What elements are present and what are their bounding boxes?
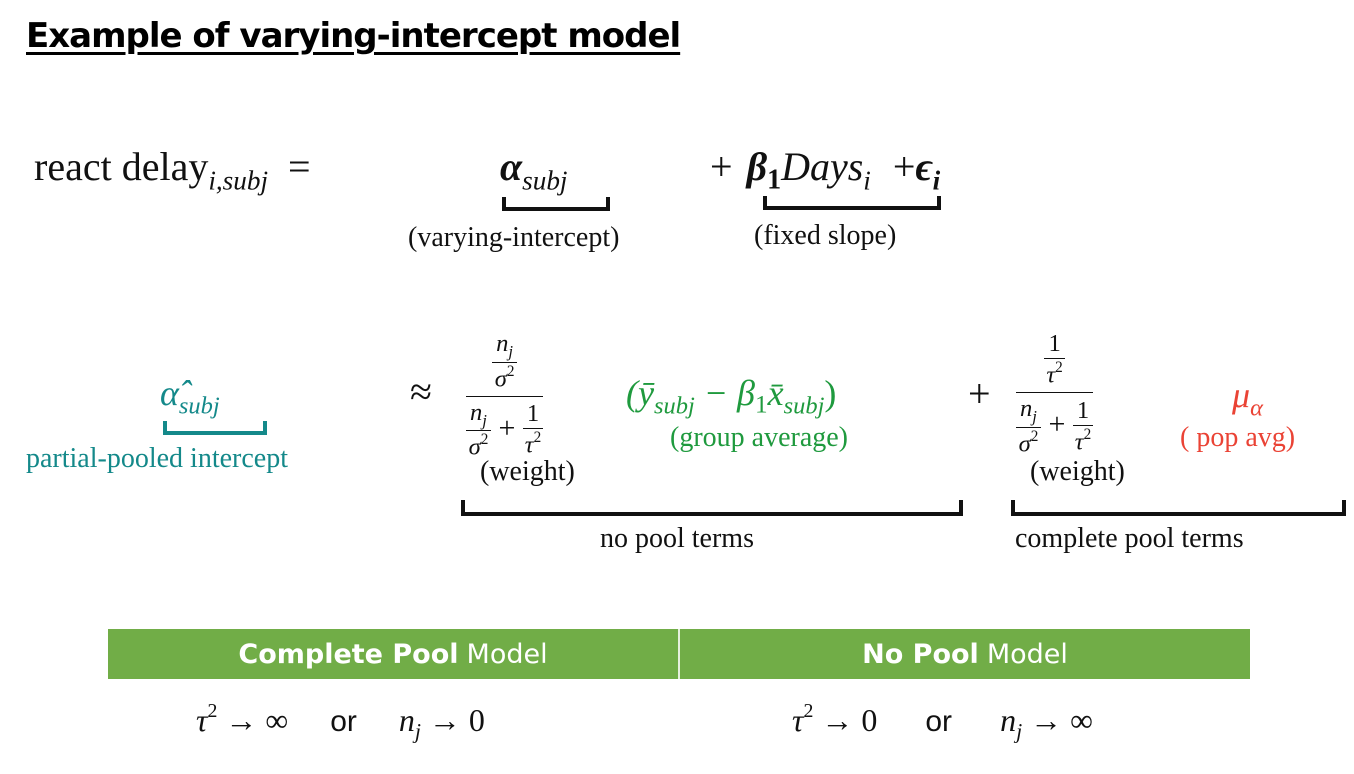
page-title: Example of varying-intercept model [26,16,681,56]
equation-main: react delayi,subj = [34,144,311,196]
complete-pool-bracket [1011,500,1346,516]
mu-alpha: μα [1232,375,1263,422]
group-average-term: (ȳsubj − β1x̄subj) [626,373,837,420]
complete-pool-terms-label: complete pool terms [1015,523,1244,554]
complete-pool-condition: τ2 → ∞ or nj → 0 [196,700,485,744]
pop-avg-label: ( pop avg) [1180,422,1296,453]
response-variable: react delay [34,144,209,189]
fixed-slope-bracket [763,196,941,210]
no-pool-condition: τ2 → 0 or nj → ∞ [792,700,1093,744]
partial-pooled-bracket [163,421,267,435]
beta-days-term: +β1Daysi +ϵi [710,144,941,196]
no-pool-terms-label: no pool terms [600,523,754,554]
no-pool-weight-label: (weight) [480,456,575,487]
varying-intercept-bracket [502,197,610,211]
varying-intercept-label: (varying-intercept) [408,222,620,253]
alpha-subj: αsubj [500,144,568,196]
partial-pooled-label: partial-pooled intercept [26,443,288,474]
fixed-slope-label: (fixed slope) [754,220,897,251]
no-pool-bracket [461,500,963,516]
group-average-label: (group average) [670,422,849,453]
plus-sign: + [968,371,991,416]
equals-sign: = [288,144,311,189]
approx-sign: ≈ [410,369,432,414]
complete-pool-weight-label: (weight) [1030,456,1125,487]
alpha-hat-subj: α̂subj [160,373,220,420]
